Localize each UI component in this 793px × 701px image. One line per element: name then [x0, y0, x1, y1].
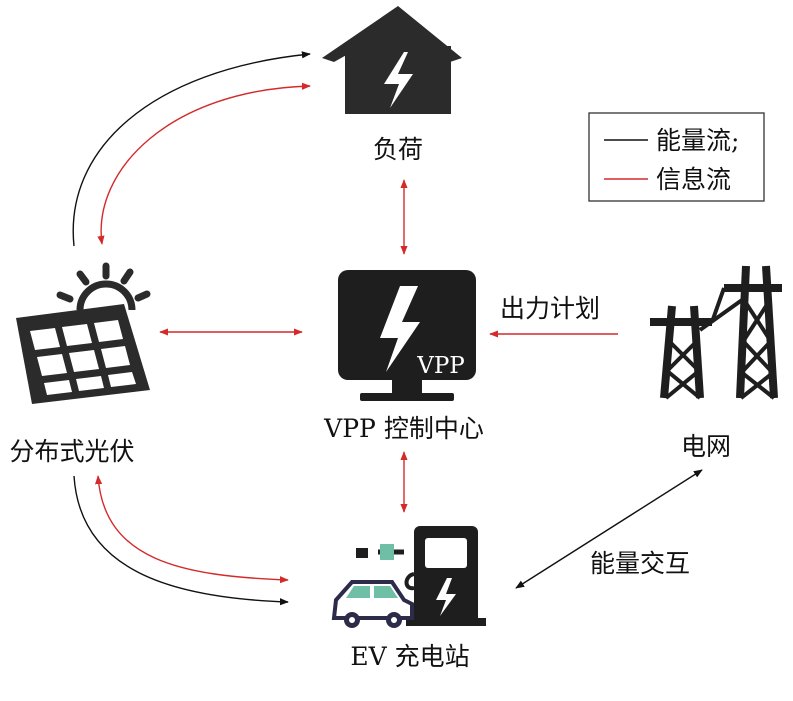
- legend-info-label: 信息流: [656, 165, 731, 194]
- grid-to-vpp-label: 出力计划: [500, 294, 600, 323]
- monitor-icon: [338, 270, 476, 401]
- info-arrow-pv-load: [97, 82, 311, 245]
- pv-label: 分布式光伏: [9, 437, 134, 466]
- house-icon: [322, 6, 462, 114]
- load-label: 负荷: [373, 135, 423, 164]
- ev-charging-station-icon: [331, 526, 486, 628]
- legend-energy-label: 能量流;: [656, 126, 739, 155]
- energy-arrow-grid-ev: [515, 469, 703, 589]
- grid-label: 电网: [681, 432, 731, 461]
- energy-arrow-pv-to-load: [72, 51, 311, 247]
- transmission-tower-icon: [650, 265, 782, 400]
- solar-panel-icon: [16, 262, 151, 404]
- ev-label: EV 充电站: [350, 642, 469, 671]
- info-arrow-pv-ev: [94, 475, 289, 584]
- grid-ev-exchange-label: 能量交互: [590, 549, 690, 578]
- legend: 能量流; 信息流: [588, 112, 765, 202]
- vpp-label: VPP 控制中心: [323, 414, 484, 443]
- energy-arrow-pv-to-ev: [73, 475, 289, 606]
- vpp-screen-label: VPP: [416, 353, 465, 379]
